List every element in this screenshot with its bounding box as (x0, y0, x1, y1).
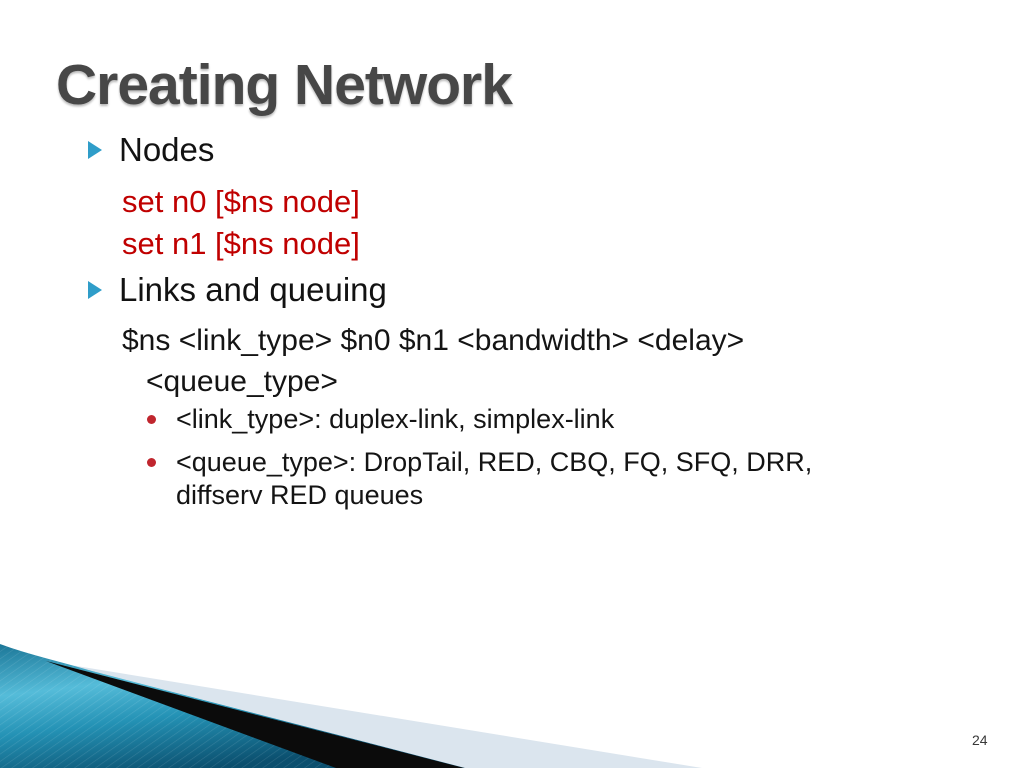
dot-icon (147, 458, 156, 467)
subbullet-link-type-text: <link_type>: duplex-link, simplex-link (176, 404, 615, 434)
subbullet-queue-type: <queue_type>: DropTail, RED, CBQ, FQ, SF… (147, 446, 812, 512)
subbullet-link-type: <link_type>: duplex-link, simplex-link (147, 403, 614, 436)
pale-stripe-shape (52, 662, 702, 768)
dot-icon (147, 415, 156, 424)
code-line-set-n0: set n0 [$ns node] (122, 184, 360, 219)
triangle-right-icon (88, 141, 102, 159)
bullet-label-nodes: Nodes (119, 131, 215, 168)
bullet-item-nodes: Nodes (88, 131, 214, 169)
subbullet-queue-type-line-1: <queue_type>: DropTail, RED, CBQ, FQ, SF… (176, 447, 813, 477)
bullet-item-links-queuing: Links and queuing (88, 271, 387, 309)
page-number: 24 (972, 732, 988, 748)
link-syntax-block: $ns <link_type> $n0 $n1 <bandwidth> <del… (122, 320, 744, 402)
corner-swoosh-decoration (0, 644, 702, 768)
triangle-right-icon (88, 281, 102, 299)
bullet-label-links-queuing: Links and queuing (119, 271, 387, 308)
code-line-set-n1: set n1 [$ns node] (122, 226, 360, 261)
link-syntax-line-1: $ns <link_type> $n0 $n1 <bandwidth> <del… (122, 324, 745, 357)
slide-title: Creating Network (56, 53, 513, 117)
teal-wedge-shape (0, 644, 465, 768)
subbullet-queue-type-line-2: diffserv RED queues (176, 480, 424, 510)
black-stripe-shape (46, 661, 464, 768)
teal-wedge-stripes (0, 644, 465, 768)
link-syntax-line-2: <queue_type> (146, 365, 338, 398)
